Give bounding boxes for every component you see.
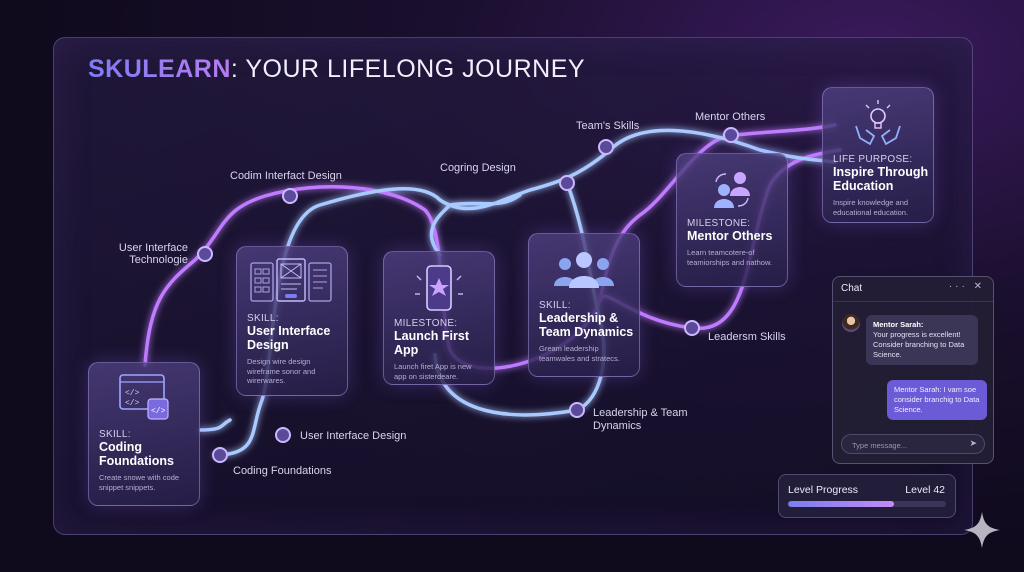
code-window-icon: </> </> </> [119, 374, 169, 420]
message-text: Your progress is excellent! Consider bra… [873, 330, 965, 359]
blue-path-2 [198, 418, 232, 432]
label-leadership-team: Leadership & Team Dynamics [593, 407, 688, 432]
wireframe-icon [250, 258, 332, 302]
label-mentor-others: Mentor Others [695, 111, 766, 123]
chat-title: Chat [841, 283, 863, 294]
label-cogring: Cogring Design [440, 162, 516, 174]
card-launch-first-app[interactable]: MILESTONE: Launch First App Launch firet… [383, 251, 495, 385]
node-ui-tech [197, 246, 213, 262]
chat-input-box[interactable]: ➤ [841, 434, 985, 454]
svg-text:</>: </> [151, 407, 166, 416]
card-desc: Launch firet App is new app on sisterdea… [394, 362, 472, 381]
card-kind: LIFE PURPOSE: [833, 154, 913, 165]
card-desc: Design wire design wireframe sonor and w… [247, 357, 316, 385]
progress-track [788, 501, 946, 507]
team-icon [554, 252, 614, 288]
node-leadership [569, 402, 585, 418]
send-icon[interactable]: ➤ [969, 438, 977, 448]
level-value: Level 42 [905, 484, 945, 496]
label-leadersm-skills: Leadersm Skills [708, 331, 786, 343]
sparkle-icon [964, 512, 1000, 548]
level-progress-widget: Level Progress Level 42 [778, 474, 956, 518]
svg-text:</>: </> [125, 399, 140, 408]
lightbulb-hands-icon [855, 100, 901, 146]
node-teams [598, 139, 614, 155]
title-text: : YOUR LIFELONG JOURNEY [230, 55, 586, 83]
card-kind: MILESTONE: [687, 218, 751, 229]
card-desc: Gream leadership teamwales and stratecs. [539, 344, 620, 363]
card-kind: MILESTONE: [394, 318, 458, 329]
label-codim: Codim Interfact Design [230, 170, 342, 182]
card-mentor-others[interactable]: MILESTONE: Mentor Others Learn teamcoter… [676, 153, 788, 287]
label-teams-skills: Team's Skills [576, 120, 640, 132]
label-ui-tech: User Interface Technologie [118, 242, 188, 266]
avatar [842, 314, 860, 332]
card-name: User Interface Design [247, 324, 331, 352]
chat-header: Chat ··· ✕ [833, 277, 993, 302]
journey-panel [53, 37, 973, 535]
progress-label: Level Progress [788, 484, 859, 496]
card-leadership[interactable]: SKILL: Leadership & Team Dynamics Gream … [528, 233, 640, 377]
card-life-purpose[interactable]: LIFE PURPOSE: Inspire Through Education … [822, 87, 934, 223]
node-cogring [559, 175, 575, 191]
blue-path-4 [429, 193, 522, 257]
outgoing-message: Mentor Sarah: I vam soe consider branchi… [887, 380, 987, 420]
card-name: Mentor Others [687, 229, 773, 243]
mentor-icon [714, 172, 750, 208]
card-desc: Create snowe with code snippet snippets. [99, 473, 180, 492]
card-ui-design[interactable]: SKILL: User Interface Design Design wire… [236, 246, 348, 396]
path-nodes [197, 127, 739, 463]
node-coding [212, 447, 228, 463]
label-coding-foundations: Coding Foundations [233, 465, 332, 477]
chat-window-controls[interactable]: ··· ✕ [948, 281, 985, 292]
svg-text:</>: </> [125, 389, 140, 398]
card-desc: Inspire knowledge and educational educat… [833, 198, 909, 217]
message-input[interactable] [850, 438, 964, 452]
card-desc: Learn teamcotere-of teamiorships and nat… [687, 248, 773, 267]
card-coding-foundations[interactable]: </> </> </> SKILL: Coding Foundations Cr… [88, 362, 200, 506]
card-kind: SKILL: [539, 300, 571, 311]
node-codim [282, 188, 298, 204]
card-kind: SKILL: [247, 313, 279, 324]
node-leadersm [684, 320, 700, 336]
message-sender: Mentor Sarah: [873, 320, 924, 329]
page-title: SKULEARN: YOUR LIFELONG JOURNEY [88, 55, 585, 84]
card-kind: SKILL: [99, 429, 131, 440]
card-name: Coding Foundations [99, 440, 174, 468]
phone-star-icon [415, 265, 463, 311]
node-ui-design [275, 427, 291, 443]
node-mentor [723, 127, 739, 143]
chat-window: Chat ··· ✕ Mentor Sarah: Your progress i… [832, 276, 994, 464]
progress-fill [788, 501, 894, 507]
card-name: Inspire Through Education [833, 165, 929, 193]
label-ui-design: User Interface Design [300, 430, 407, 442]
incoming-message: Mentor Sarah: Your progress is excellent… [866, 315, 978, 365]
brand-name: SKULEARN [88, 55, 231, 83]
card-name: Launch First App [394, 329, 470, 357]
card-name: Leadership & Team Dynamics [539, 311, 634, 339]
